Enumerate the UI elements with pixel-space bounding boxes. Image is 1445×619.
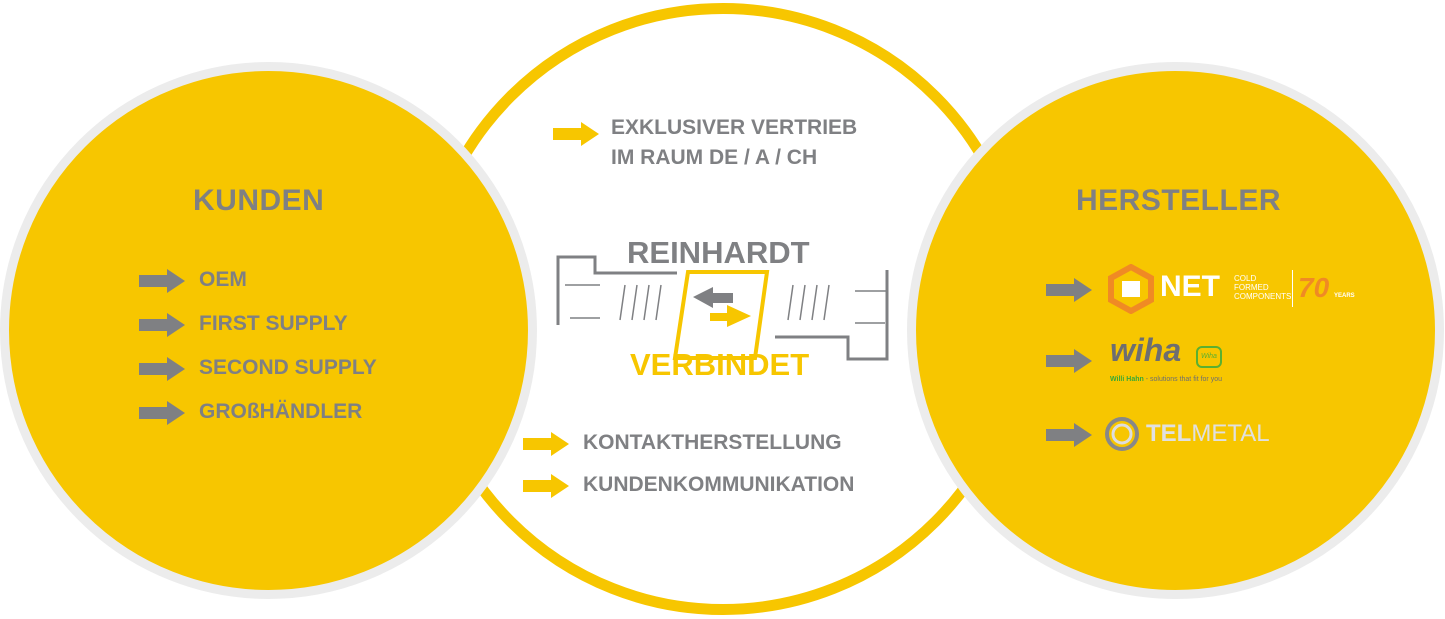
- wiha-name: wiha: [1110, 332, 1182, 368]
- hersteller-circle: [907, 62, 1444, 599]
- kunden-item: SECOND SUPPLY: [199, 356, 377, 379]
- net-70: 70: [1298, 272, 1330, 303]
- kunden-item: GROßHÄNDLER: [199, 400, 363, 423]
- reinhardt-logo-graphic: [556, 255, 889, 361]
- arrow-icon: [139, 357, 185, 381]
- logo-reinhardt: REINHARDT: [627, 235, 810, 270]
- arrow-icon: [523, 474, 569, 498]
- net-hexagon-icon: [1108, 264, 1154, 314]
- logo-verbindet: VERBINDET: [630, 347, 810, 382]
- arrow-icon: [1046, 423, 1092, 447]
- center-item: KONTAKTHERSTELLUNG: [583, 431, 842, 454]
- net-tagline: COLD FORMED COMPONENTS: [1234, 274, 1291, 301]
- exklusiv-text: EXKLUSIVER VERTRIEB IM RAUM DE / A / CH: [611, 113, 857, 173]
- arrow-icon: [139, 401, 185, 425]
- telmetal-name: TELMETAL: [1146, 420, 1270, 448]
- center-item: KUNDENKOMMUNIKATION: [583, 473, 855, 496]
- kunden-item: FIRST SUPPLY: [199, 312, 348, 335]
- arrow-icon: [553, 122, 599, 146]
- exklusiv-line: IM RAUM DE / A / CH: [611, 146, 818, 169]
- wiha-tagline: Willi Hahn - solutions that fit for you: [1110, 376, 1222, 383]
- net-tag-line: FORMED: [1234, 283, 1269, 292]
- arrow-icon: [139, 313, 185, 337]
- telmetal-ring-icon: [1105, 417, 1139, 451]
- net-name: NET: [1160, 270, 1220, 303]
- kunden-title: KUNDEN: [193, 184, 325, 217]
- arrow-icon: [523, 432, 569, 456]
- wiha-tag-green: Willi Hahn: [1110, 376, 1144, 383]
- kunden-circle: [0, 62, 537, 599]
- net-tag-line: COLD: [1234, 274, 1257, 283]
- kunden-item: OEM: [199, 268, 247, 291]
- net-years: YEARS: [1334, 293, 1355, 299]
- wiha-tag-rest: - solutions that fit for you: [1143, 376, 1222, 383]
- arrow-icon: [1046, 278, 1092, 302]
- net-tag-line: COMPONENTS: [1234, 292, 1292, 301]
- arrow-icon: [139, 269, 185, 293]
- telmetal-bold: TEL: [1146, 420, 1192, 447]
- exklusiv-line: EXKLUSIVER VERTRIEB: [611, 116, 858, 139]
- net-divider: [1292, 270, 1293, 307]
- hersteller-title: HERSTELLER: [1076, 184, 1282, 217]
- telmetal-light: METAL: [1191, 420, 1270, 447]
- arrow-icon: [1046, 349, 1092, 373]
- wiha-badge: Wiha: [1196, 346, 1222, 368]
